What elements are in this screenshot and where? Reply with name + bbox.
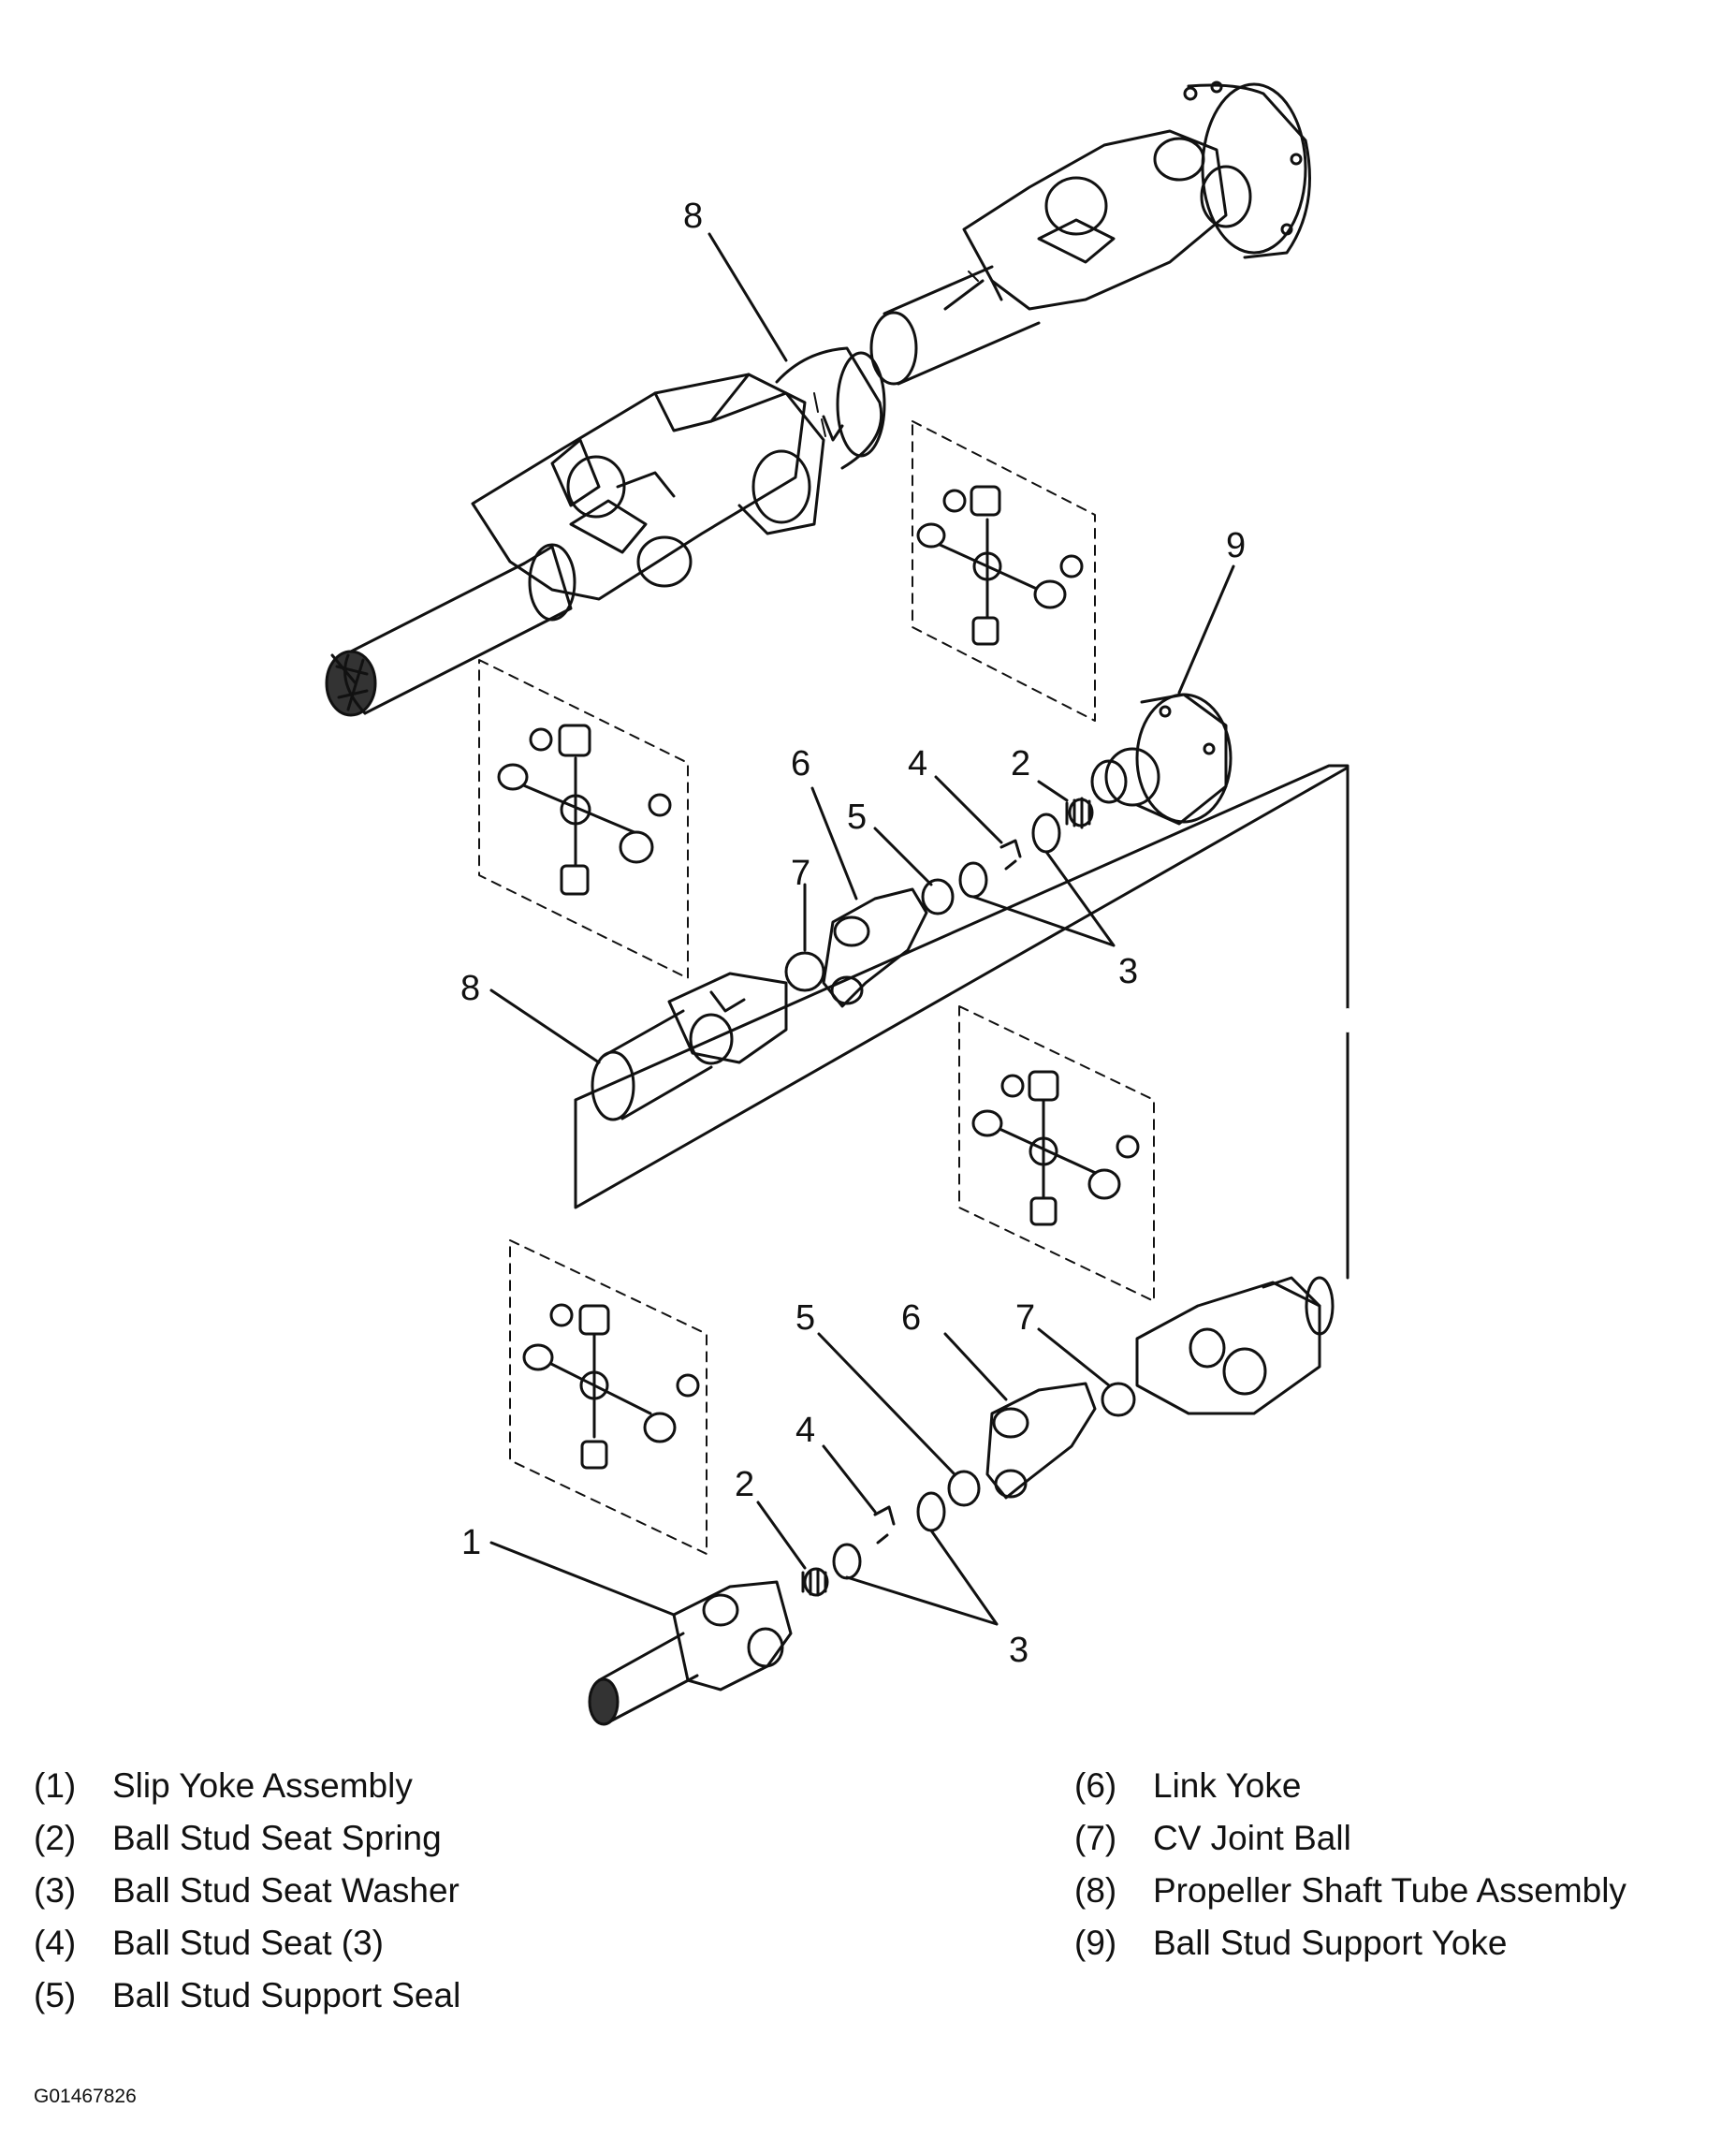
seat-washer-upper-2 xyxy=(958,861,988,899)
leader-9 xyxy=(1177,564,1235,695)
upper-cv-joint-assembly xyxy=(869,81,1311,386)
cv-joint-ball-lower xyxy=(1101,1382,1136,1417)
legend-item: (3) Ball Stud Seat Washer xyxy=(34,1865,460,1917)
callout-6-upper: 6 xyxy=(791,744,810,783)
legend-item: (4) Ball Stud Seat (3) xyxy=(34,1917,460,1970)
callout-4-lower: 4 xyxy=(795,1411,815,1450)
legend-label: CV Joint Ball xyxy=(1153,1819,1351,1857)
leader-8-middle xyxy=(489,988,601,1064)
ball-stud-seat-lower xyxy=(873,1505,896,1545)
legend-item: (1) Slip Yoke Assembly xyxy=(34,1760,460,1812)
figure-id: G01467826 xyxy=(34,2086,137,2107)
callout-5-upper: 5 xyxy=(847,798,867,837)
legend-number: (3) xyxy=(34,1871,77,1910)
legend-item: (7) CV Joint Ball xyxy=(1074,1812,1627,1865)
legend-item: (8) Propeller Shaft Tube Assembly xyxy=(1074,1865,1627,1917)
callout-8-middle: 8 xyxy=(460,969,480,1008)
callout-2-upper: 2 xyxy=(1011,744,1030,783)
cv-joint-ball-upper xyxy=(784,951,825,992)
callout-8-upper: 8 xyxy=(683,197,703,236)
slip-yoke-assembly xyxy=(588,1580,793,1726)
legend-right: (6) Link Yoke (7) CV Joint Ball (8) Propeller… xyxy=(1074,1760,1627,1970)
legend-item: (6) Link Yoke xyxy=(1074,1760,1627,1812)
seat-spring-upper xyxy=(1065,797,1094,829)
leader-1 xyxy=(489,1541,676,1617)
middle-propeller-shaft xyxy=(591,972,788,1121)
legend-label: Ball Stud Seat (3) xyxy=(112,1924,384,1962)
assembly-bracket xyxy=(574,764,1349,1280)
callout-3-lower: 3 xyxy=(1009,1631,1028,1670)
cross-kit-lower-right xyxy=(958,1005,1155,1302)
seat-washer-lower-2 xyxy=(832,1543,862,1580)
seat-washer-upper xyxy=(1031,813,1061,854)
legend-number: (2) xyxy=(34,1819,77,1857)
legend-item: (2) Ball Stud Seat Spring xyxy=(34,1812,460,1865)
legend-number: (4) xyxy=(34,1924,77,1962)
upper-propeller-shaft xyxy=(325,346,886,717)
leader-6-lower xyxy=(943,1332,1008,1401)
callout-9: 9 xyxy=(1226,526,1246,565)
leader-5-upper xyxy=(873,827,933,886)
leader-8-upper xyxy=(708,232,788,362)
callout-1: 1 xyxy=(461,1523,481,1562)
legend-left: (1) Slip Yoke Assembly (2) Ball Stud Seat S… xyxy=(34,1760,460,2022)
callout-7-upper: 7 xyxy=(791,854,810,893)
legend-number: (7) xyxy=(1074,1819,1117,1857)
leader-5-lower xyxy=(817,1332,956,1476)
leader-4-upper xyxy=(934,775,1003,844)
legend-label: Propeller Shaft Tube Assembly xyxy=(1153,1871,1627,1910)
legend-number: (5) xyxy=(34,1976,77,2014)
seat-spring-lower xyxy=(801,1567,829,1597)
legend-number: (1) xyxy=(34,1766,77,1805)
legend-number: (6) xyxy=(1074,1766,1117,1805)
callout-7-lower: 7 xyxy=(1015,1298,1035,1338)
support-seal-upper xyxy=(921,878,955,915)
ball-stud-seat-upper xyxy=(999,839,1022,871)
cross-kit-upper-left xyxy=(478,659,689,979)
leader-7-lower xyxy=(1037,1327,1111,1387)
legend-label: Ball Stud Seat Washer xyxy=(112,1871,460,1910)
callout-3-upper: 3 xyxy=(1118,952,1138,991)
legend-number: (9) xyxy=(1074,1924,1117,1962)
callout-5-lower: 5 xyxy=(795,1298,815,1338)
lower-cv-housing xyxy=(1135,1276,1335,1415)
cross-kit-upper-right xyxy=(912,420,1096,722)
callout-6-lower: 6 xyxy=(901,1298,921,1338)
leader-3-upper xyxy=(971,850,1116,947)
seat-washer-lower xyxy=(916,1491,946,1532)
leader-2-lower xyxy=(756,1501,807,1570)
legend-label: Ball Stud Seat Spring xyxy=(112,1819,442,1857)
link-yoke-upper xyxy=(822,887,928,1008)
legend-label: Slip Yoke Assembly xyxy=(112,1766,413,1805)
ball-stud-support-yoke xyxy=(1090,693,1233,826)
legend-label: Link Yoke xyxy=(1153,1766,1302,1805)
legend-label: Ball Stud Support Yoke xyxy=(1153,1924,1508,1962)
link-yoke-lower xyxy=(985,1382,1097,1500)
callout-4-upper: 4 xyxy=(908,744,927,783)
leader-4-lower xyxy=(822,1444,877,1514)
callout-2-lower: 2 xyxy=(735,1465,754,1504)
cross-kit-lower-left xyxy=(509,1239,708,1555)
legend-item: (9) Ball Stud Support Yoke xyxy=(1074,1917,1627,1970)
exploded-view-diagram: 8 xyxy=(325,81,1350,1726)
leader-2-upper xyxy=(1037,780,1069,802)
leader-6-upper xyxy=(810,786,858,901)
legend-number: (8) xyxy=(1074,1871,1117,1910)
leader-3-lower xyxy=(845,1529,999,1626)
support-seal-lower xyxy=(947,1470,981,1507)
legend-label: Ball Stud Support Seal xyxy=(112,1976,461,2014)
legend-item: (5) Ball Stud Support Seal xyxy=(34,1970,460,2022)
